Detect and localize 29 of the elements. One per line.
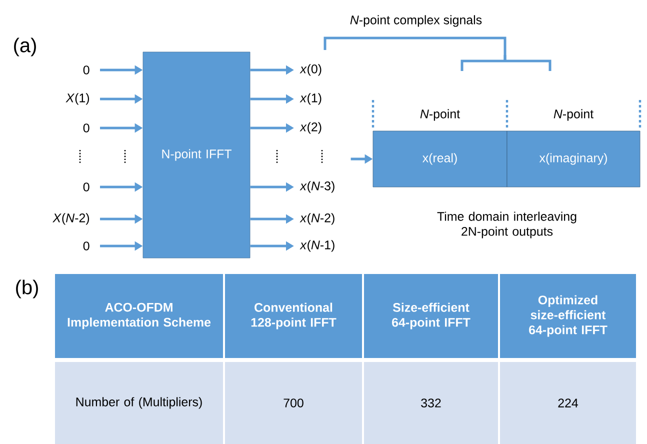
signal-label: x(0) [300,64,322,76]
buffer-segment: x(real) [372,130,508,188]
signal-label: x(N-1) [300,240,334,252]
panel-label: (b) [16,280,38,298]
segment-heading: N-point [420,109,460,121]
header-cell: Conventional 128-point IFFT [225,274,362,358]
signal-label: x(N-3) [300,181,334,193]
signal-label: 0 [83,242,90,250]
table-cell: 224 [500,362,636,444]
signal-label: x(1) [300,93,322,105]
table-cell: 700 [225,362,362,444]
header-cell: Optimized size-efficient 64-point IFFT [500,274,636,358]
header-cell: Size-efficient 64-point IFFT [364,274,498,358]
table-cell: 332 [364,362,498,444]
signal-label: 0 [83,124,90,132]
signal-label: x(N-2) [300,213,334,225]
signal-label: X(N-2) [52,213,90,225]
header-cell: ACO-OFDM Implementation Scheme [55,274,223,358]
signal-label: 0 [83,182,90,192]
signal-label: X(1) [66,93,90,105]
buffer-segment: x(imaginary) [506,130,640,188]
segment-heading: N-point [554,109,594,121]
panel-label: (a) [14,38,36,56]
caption-text: Time domain interleaving 2N-point outputs [437,212,576,238]
process-box: N-point IFFT [142,52,250,258]
bracket-label: N-point complex signals [350,15,482,27]
table-cell: Number of (Multipliers) [55,362,223,444]
signal-label: x(2) [300,122,322,134]
signal-label: 0 [83,66,90,74]
